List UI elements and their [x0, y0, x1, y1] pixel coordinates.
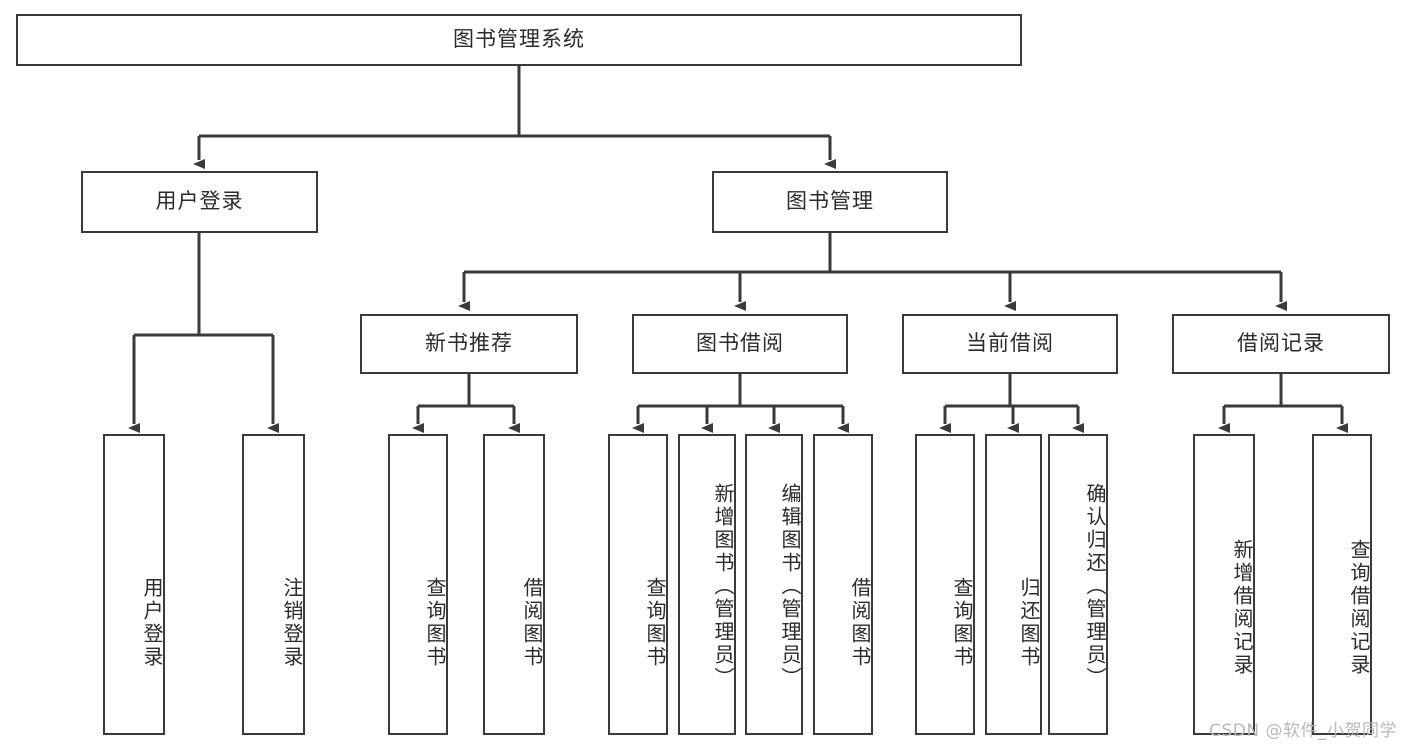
- leaf-user-login-logout[interactable]: 注销登录: [242, 434, 305, 735]
- node-borrow-record[interactable]: 借阅记录: [1172, 314, 1390, 374]
- node-label: 当前借阅: [966, 331, 1054, 356]
- node-label: 查询图书: [950, 576, 974, 669]
- node-label: 编辑图书（管理员）: [778, 482, 802, 690]
- leaf-current-borrow-return-book[interactable]: 归还图书: [985, 434, 1042, 735]
- node-label: 用户登录: [155, 189, 244, 214]
- node-label: 归还图书: [1017, 576, 1041, 669]
- node-root-book-management-system[interactable]: 图书管理系统: [16, 14, 1022, 66]
- leaf-current-borrow-query-book[interactable]: 查询图书: [915, 434, 975, 735]
- node-label: 查询图书: [643, 576, 667, 669]
- watermark-csdn: CSDN @软件_小贺同学: [1209, 721, 1397, 741]
- node-label: 注销登录: [280, 576, 304, 669]
- node-label: 查询图书: [423, 576, 447, 669]
- leaf-user-login-login[interactable]: 用户登录: [103, 434, 165, 735]
- node-label: 图书借阅: [696, 331, 784, 356]
- node-label: 借阅图书: [520, 576, 544, 669]
- node-label: 图书管理系统: [453, 27, 585, 52]
- node-current-borrow[interactable]: 当前借阅: [902, 314, 1118, 374]
- leaf-new-book-borrow-book[interactable]: 借阅图书: [483, 434, 545, 735]
- leaf-borrow-record-query-record[interactable]: 查询借阅记录: [1312, 434, 1372, 735]
- node-user-login[interactable]: 用户登录: [81, 171, 318, 233]
- leaf-book-borrow-borrow-book[interactable]: 借阅图书: [813, 434, 873, 735]
- node-label: 查询借阅记录: [1347, 538, 1371, 677]
- leaf-book-borrow-query-book[interactable]: 查询图书: [608, 434, 668, 735]
- node-label: 新书推荐: [425, 331, 513, 356]
- node-new-book-recommend[interactable]: 新书推荐: [360, 314, 578, 374]
- node-label: 借阅图书: [848, 576, 872, 669]
- node-book-borrow[interactable]: 图书借阅: [632, 314, 848, 374]
- leaf-new-book-query-book[interactable]: 查询图书: [388, 434, 448, 735]
- node-label: 图书管理: [786, 189, 874, 214]
- node-label: 新增借阅记录: [1230, 538, 1254, 677]
- leaf-borrow-record-add-record[interactable]: 新增借阅记录: [1193, 434, 1255, 735]
- node-book-management[interactable]: 图书管理: [712, 171, 948, 233]
- node-label: 用户登录: [140, 576, 164, 669]
- leaf-book-borrow-add-book-admin[interactable]: 新增图书（管理员）: [678, 434, 736, 735]
- node-label: 确认归还（管理员）: [1083, 482, 1107, 690]
- leaf-current-borrow-confirm-return-admin[interactable]: 确认归还（管理员）: [1048, 434, 1108, 735]
- node-label: 新增图书（管理员）: [711, 482, 735, 690]
- leaf-book-borrow-edit-book-admin[interactable]: 编辑图书（管理员）: [745, 434, 803, 735]
- node-label: 借阅记录: [1237, 331, 1325, 356]
